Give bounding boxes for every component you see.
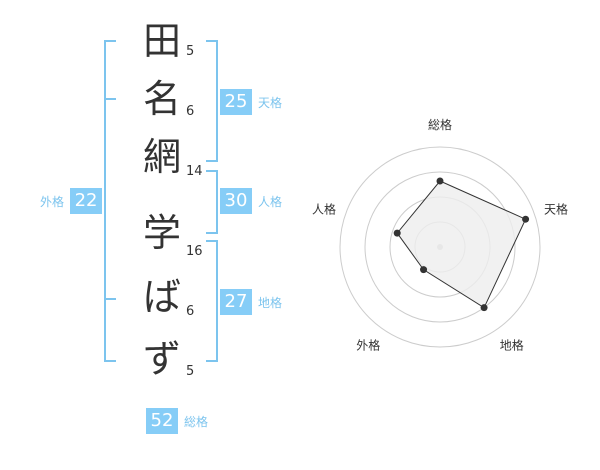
gaikaku-label: 外格 — [40, 194, 65, 209]
radar-axis-label-5: 人格 — [312, 201, 336, 216]
radar-point-5 — [393, 229, 401, 237]
soukaku-badge: 52 総格 — [146, 408, 208, 434]
tenkaku-badge: 25 天格 — [220, 89, 282, 115]
stroke-count-2: 6 — [186, 104, 195, 119]
name-char-4: 学 — [142, 211, 181, 255]
radar-point-3 — [480, 304, 488, 312]
tenkaku-value: 25 — [220, 89, 252, 115]
jinkaku-bracket — [206, 170, 218, 234]
gaikaku-value: 22 — [70, 188, 103, 214]
gaikaku-tick-1 — [106, 98, 116, 100]
stroke-count-6: 5 — [186, 364, 195, 379]
jinkaku-value: 30 — [220, 188, 252, 214]
radar-axis-label-3: 地格 — [500, 338, 524, 353]
stroke-count-1: 5 — [186, 44, 195, 59]
radar-shape — [393, 177, 530, 312]
radar-point-1 — [436, 177, 444, 185]
radar-axis-label-1: 総格 — [428, 117, 452, 132]
chikaku-bracket — [206, 240, 218, 362]
chikaku-value: 27 — [220, 289, 252, 315]
stroke-count-4: 16 — [186, 244, 203, 259]
radar-ring — [364, 171, 516, 323]
jinkaku-badge: 30 人格 — [220, 188, 282, 214]
radar-point-2 — [522, 215, 530, 223]
gaikaku-badge: 外格 22 — [40, 188, 103, 214]
gaikaku-bracket — [104, 40, 116, 362]
radar-point-4 — [420, 266, 428, 274]
soukaku-value: 52 — [146, 408, 178, 434]
radar-axis-label-2: 天格 — [544, 201, 568, 216]
radar-polygon — [396, 180, 527, 309]
stroke-count-3: 14 — [186, 164, 203, 179]
stroke-count-5: 6 — [186, 304, 195, 319]
name-char-1: 田 — [142, 19, 181, 63]
name-char-6: ず — [142, 337, 181, 381]
soukaku-label: 総格 — [184, 414, 209, 429]
name-char-3: 網 — [142, 135, 181, 179]
chikaku-badge: 27 地格 — [220, 289, 282, 315]
name-char-5: ば — [142, 275, 181, 319]
tenkaku-label: 天格 — [258, 95, 283, 110]
jinkaku-label: 人格 — [258, 194, 283, 209]
radar-ring — [339, 146, 541, 348]
gaikaku-tick-2 — [106, 298, 116, 300]
radar-axis-label-4: 外格 — [356, 338, 380, 353]
tenkaku-bracket — [206, 40, 218, 162]
name-char-2: 名 — [142, 77, 181, 121]
chikaku-label: 地格 — [258, 295, 283, 310]
